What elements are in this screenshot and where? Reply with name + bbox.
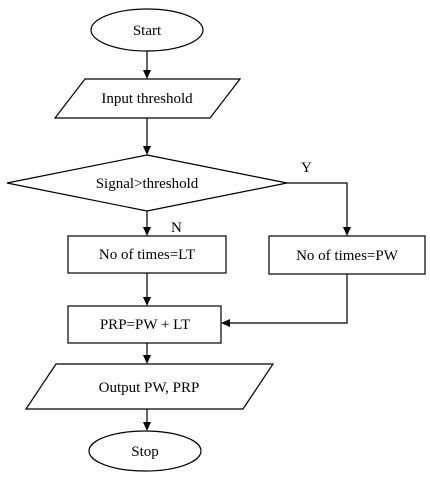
stop-terminal bbox=[88, 430, 202, 472]
arrowhead-decision-to-pw bbox=[343, 227, 351, 236]
output-label: Output PW, PRP bbox=[99, 380, 200, 396]
input-threshold-label: Input threshold bbox=[101, 91, 193, 107]
arrowhead-lt-to-prp bbox=[143, 297, 151, 306]
stop-label: Stop bbox=[131, 444, 159, 460]
output-shape bbox=[24, 363, 275, 410]
signal-decision-label: Signal>threshold bbox=[96, 176, 199, 192]
prp-process-box bbox=[67, 305, 222, 344]
prp-process-label: PRP=PW + LT bbox=[100, 317, 190, 333]
input-threshold-shape bbox=[53, 78, 242, 119]
lt-process-label: No of times=LT bbox=[99, 247, 195, 263]
arrowhead-output-to-stop bbox=[143, 422, 151, 431]
connector-pw-to-prp bbox=[229, 274, 348, 324]
arrowhead-pw-to-prp bbox=[221, 319, 230, 327]
arrowhead-decision-to-lt bbox=[143, 227, 151, 236]
connector-decision-to-pw bbox=[287, 182, 348, 228]
arrowhead-start-to-input bbox=[143, 70, 151, 79]
pw-process-label: No of times=PW bbox=[296, 248, 399, 264]
arrowhead-input-to-decision bbox=[143, 146, 151, 155]
no-branch-label: N bbox=[171, 220, 182, 236]
arrowhead-prp-to-output bbox=[143, 355, 151, 364]
yes-branch-label: Y bbox=[301, 160, 312, 176]
start-label: Start bbox=[133, 23, 162, 39]
